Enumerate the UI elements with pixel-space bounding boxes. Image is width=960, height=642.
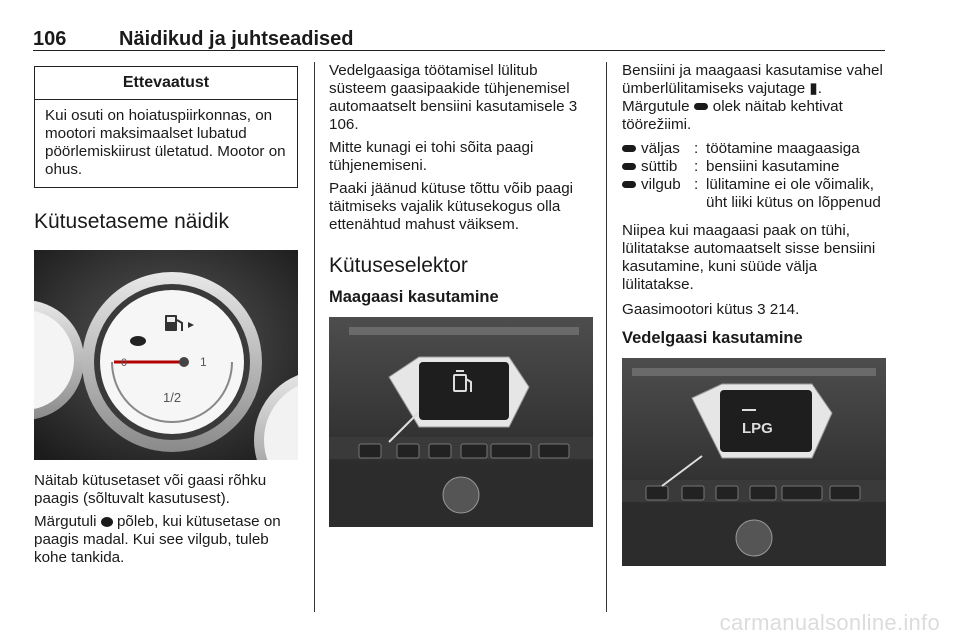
header-divider	[33, 50, 885, 51]
indicator-separator: :	[694, 158, 699, 175]
page-number: 106	[33, 28, 67, 50]
lpg-usage-heading: Vedelgaasi kasutamine	[622, 329, 803, 347]
indicator-separator: :	[694, 176, 699, 193]
indicator-row: väljas : töötamine maagaasiga	[622, 140, 888, 158]
column-divider-2	[606, 62, 607, 612]
warning-dot-icon	[100, 516, 113, 527]
indicator-light-icon	[622, 163, 636, 171]
fuel-gauge-drawing: 0 1/2 1	[34, 250, 298, 460]
cng-usage-heading: Maagaasi kasutamine	[329, 288, 499, 306]
gauge-description: Näitab kütusetaset või gaasi rõhku paagi…	[34, 472, 267, 507]
gas-fuel-paragraph: Gaasimootori kütus 3 214.	[622, 301, 888, 319]
gauge-zero-label: 0	[121, 357, 127, 369]
tank-empty-warning: Mitte kunagi ei tohi sõita paagi tühjene…	[329, 139, 534, 174]
column-divider-1	[314, 62, 315, 612]
gauge-half-label: 1/2	[163, 390, 181, 405]
caution-box: Ettevaatust Kui osuti on hoiatuspiirkonn…	[34, 66, 298, 188]
gauge-one-label: 1	[200, 355, 207, 369]
indicator-separator: :	[694, 140, 699, 157]
page-ref-106: 3 106.	[329, 98, 578, 133]
indicator-description: bensiini kasutamine	[706, 158, 840, 175]
caution-title: Ettevaatust	[35, 67, 297, 100]
indicator-description: töötamine maagaasiga	[706, 140, 860, 157]
low-fuel-light-icon	[130, 336, 146, 346]
cng-console-drawing	[329, 317, 593, 527]
page-ref-214: 3 214.	[757, 301, 800, 318]
warning-light-paragraph: Märgutuli põleb, kui kütusetase on paagi…	[34, 513, 298, 567]
fuel-pump-icon	[165, 315, 194, 331]
page-header: 106 Näidikud ja juhtseadised	[33, 28, 885, 56]
fuel-gauge-heading: Kütusetaseme näidik	[34, 210, 229, 233]
fuel-selector-heading: Kütuseselektor	[329, 254, 468, 277]
indicator-state: süttib	[641, 158, 678, 175]
indicator-light-icon	[622, 145, 636, 153]
indicator-state: vilgub	[641, 176, 681, 193]
lpg-button-label: LPG	[742, 420, 773, 437]
indicator-state: väljas	[641, 140, 680, 157]
switch-instruction-after: olek näitab kehtivat töörežiimi.	[622, 98, 843, 133]
lpg-switch-illustration: LPG	[622, 358, 886, 566]
cng-switch-illustration	[329, 317, 593, 527]
warning-light-text-after: põleb, kui kütusetase on paagis madal. K…	[34, 513, 281, 566]
switch-instruction-paragraph: Bensiini ja maagaasi kasutamise vahel üm…	[622, 62, 888, 134]
lpg-switch-text: Vedelgaasiga töötamisel lülitub süsteem …	[329, 62, 570, 115]
chapter-title: Näidikud ja juhtseadised	[119, 28, 354, 50]
cng-empty-paragraph: Niipea kui maagaasi paak on tühi, lülita…	[622, 222, 876, 293]
residual-fuel-note: Paaki jäänud kütuse tõttu võib paagi täi…	[329, 180, 574, 233]
column-2: Vedelgaasiga töötamisel lülitub süsteem …	[329, 62, 593, 527]
column-3: Bensiini ja maagaasi kasutamise vahel üm…	[622, 62, 888, 566]
fuel-selector-button-icon: ▮.	[809, 80, 822, 97]
switch-instruction-middle: Märgutule	[622, 98, 690, 115]
switch-instruction-before: Bensiini ja maagaasi kasutamise vahel üm…	[622, 62, 883, 97]
indicator-row: süttib : bensiini kasutamine	[622, 158, 888, 176]
warning-light-text-before: Märgutuli	[34, 513, 97, 530]
lpg-console-drawing: LPG	[622, 358, 886, 566]
indicator-row: vilgub : lülitamine ei ole võimalik, üht…	[622, 176, 888, 212]
lpg-switch-paragraph: Vedelgaasiga töötamisel lülitub süsteem …	[329, 62, 593, 134]
indicator-description: lülitamine ei ole võimalik, üht liiki kü…	[706, 176, 881, 211]
fuel-gauge-illustration: 0 1/2 1	[34, 250, 298, 460]
gas-fuel-text: Gaasimootori kütus	[622, 301, 753, 318]
caution-text: Kui osuti on hoiatuspiirkonnas, on mooto…	[45, 107, 286, 178]
cng-pump-icon	[453, 370, 472, 392]
indicator-state-table: väljas : töötamine maagaasiga süttib : b…	[622, 140, 888, 212]
indicator-light-icon	[622, 181, 636, 189]
watermark: carmanualsonline.info	[719, 610, 940, 635]
column-1: Ettevaatust Kui osuti on hoiatuspiirkonn…	[34, 62, 298, 567]
indicator-light-icon	[693, 103, 708, 111]
